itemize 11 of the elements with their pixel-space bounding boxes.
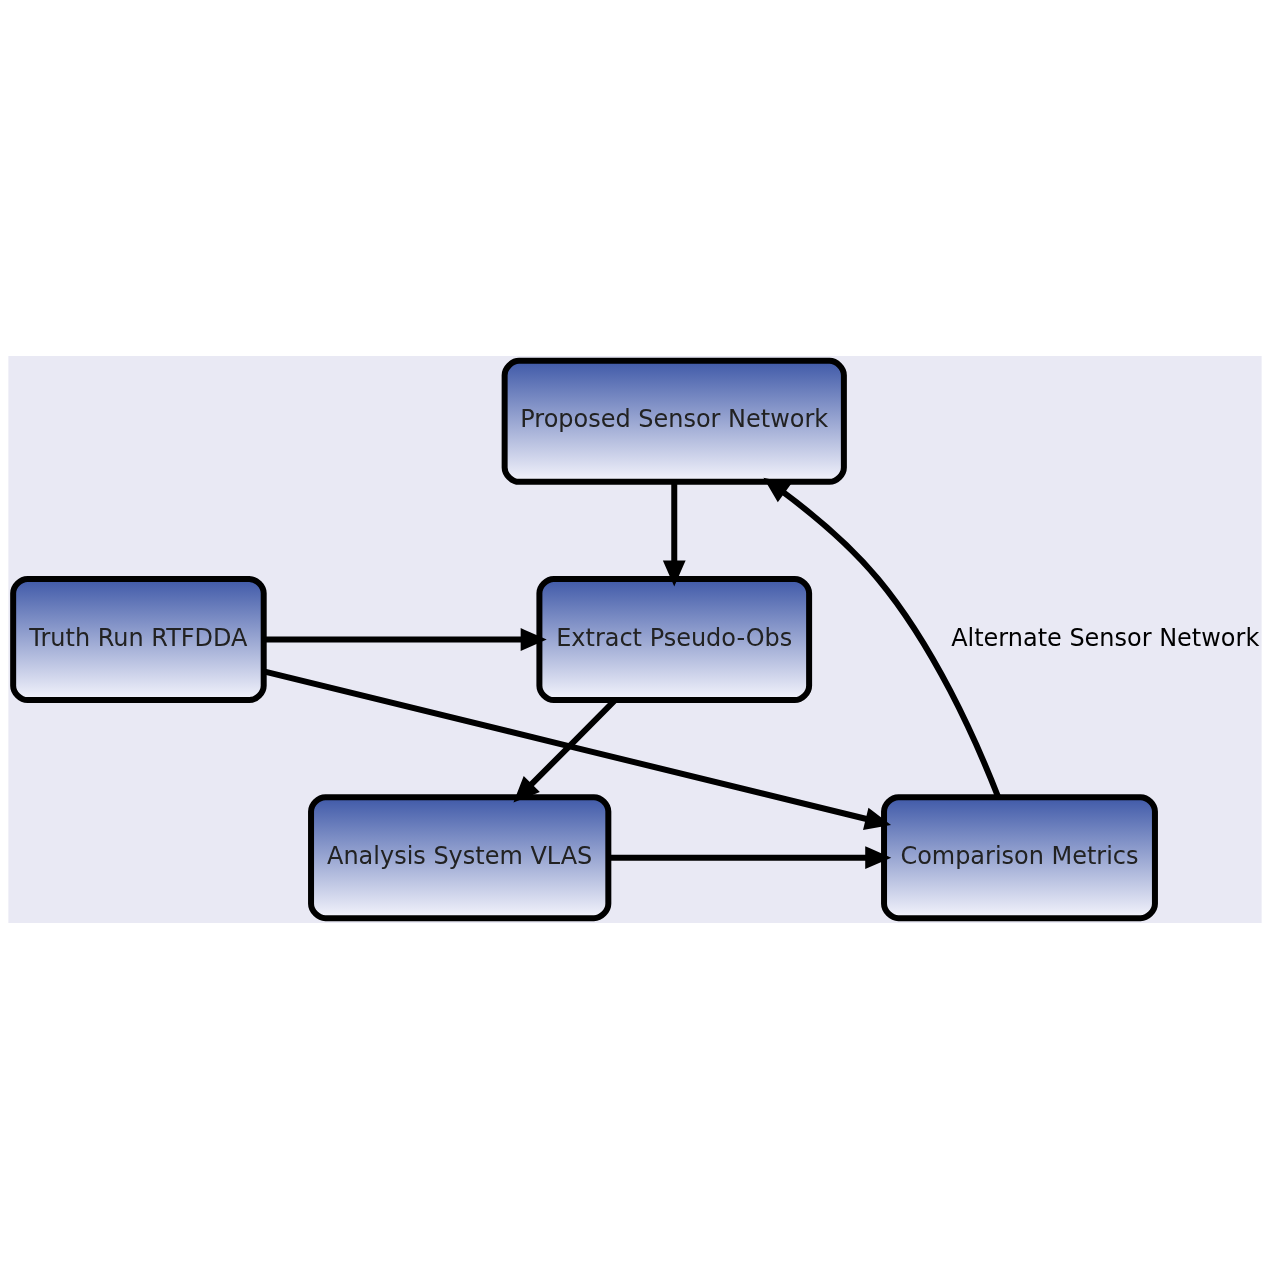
node-box: Proposed Sensor Network — [501, 357, 847, 485]
node-box: Truth Run RTFDDA — [10, 575, 267, 703]
edge-label: Alternate Sensor Network — [951, 622, 1260, 651]
arrow — [263, 668, 892, 830]
arrow — [662, 481, 686, 586]
arrow — [608, 845, 892, 869]
node-box: Extract Pseudo-Obs — [536, 575, 813, 703]
arrow — [763, 477, 1001, 798]
node-box: Analysis System VLAS — [308, 793, 612, 921]
node-box: Comparison Metrics — [881, 793, 1158, 921]
arrow — [264, 627, 547, 651]
